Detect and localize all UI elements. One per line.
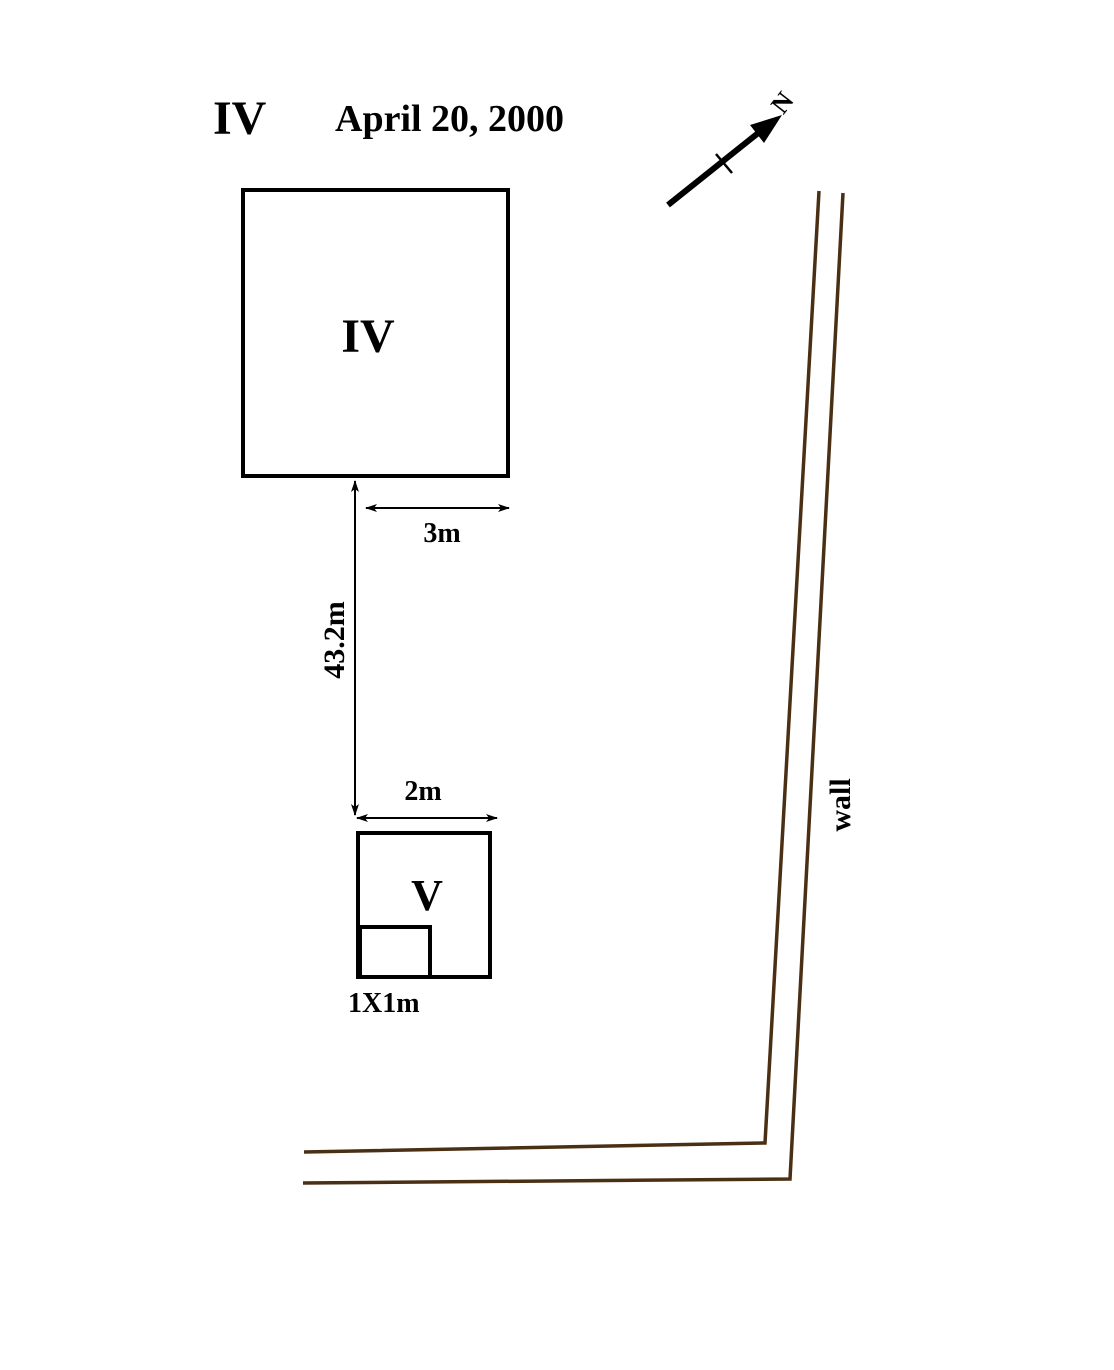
area-v-label: V	[411, 871, 443, 920]
survey-date: April 20, 2000	[335, 98, 564, 140]
sub-square-1x1m	[358, 925, 432, 979]
north-label: N	[765, 86, 800, 119]
site-id-heading: IV	[213, 92, 267, 145]
distance-dimension-label: 43.2m	[318, 601, 351, 679]
wall	[302, 190, 845, 1185]
width-dimension-label: 2m	[404, 776, 441, 807]
wall-inner-line	[303, 190, 821, 1154]
offset-dimension-label: 3m	[423, 518, 460, 549]
wall-outer-line	[302, 192, 845, 1185]
north-arrow-icon: N	[666, 86, 800, 208]
wall-label: wall	[824, 778, 857, 831]
sub-square-label: 1X1m	[348, 988, 420, 1019]
area-iv-label: IV	[341, 310, 395, 363]
area-iv-square	[241, 188, 510, 478]
